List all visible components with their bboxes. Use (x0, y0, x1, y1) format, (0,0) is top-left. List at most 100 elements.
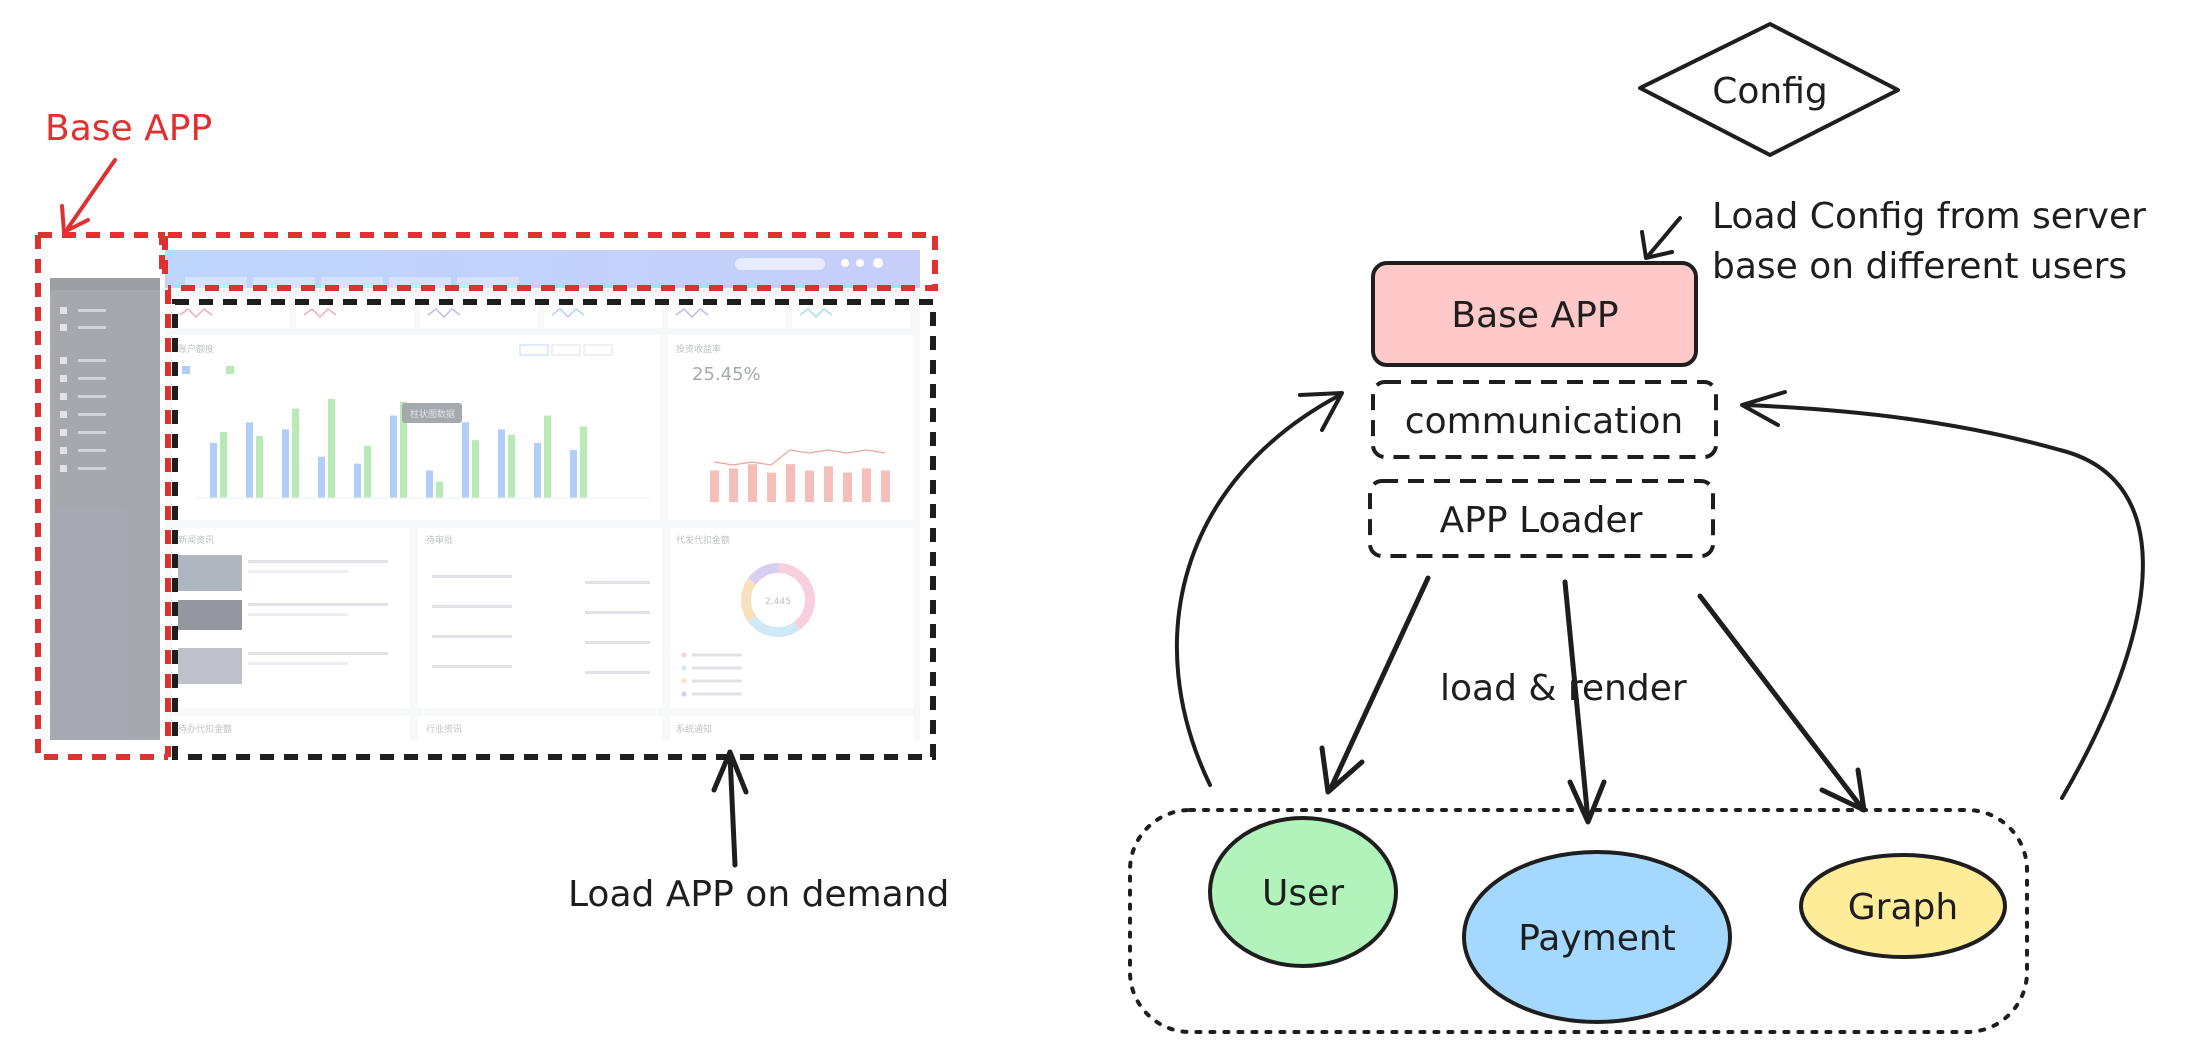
sidebar-item-icon (60, 465, 67, 472)
stat-sparkline (551, 308, 585, 319)
news-item-line (248, 613, 348, 616)
panel-title-account: 账户额度 (178, 343, 214, 355)
panel-bottom-3 (670, 716, 913, 740)
screenshot-tab[interactable] (185, 277, 247, 288)
bar-series-a (534, 443, 541, 498)
sidebar-item[interactable] (78, 395, 106, 398)
donut-slice (741, 578, 757, 622)
bar-series-a (390, 415, 397, 498)
bar-series-b (292, 408, 299, 498)
screenshot-tab[interactable] (389, 277, 451, 288)
donut-slice (777, 563, 815, 630)
app-loader-label: APP Loader (1440, 500, 1643, 541)
donut-legend-dot (681, 652, 687, 658)
panel-title-bottom-1: 待办代扣金额 (178, 723, 232, 735)
panel-account (172, 335, 660, 520)
panel-tab-1[interactable] (519, 344, 549, 356)
sidebar-item[interactable] (78, 359, 106, 362)
approval-item[interactable] (432, 665, 512, 668)
bar-series-a (426, 470, 433, 498)
red-dash-top-left (38, 232, 168, 278)
panel-title-approvals: 待审批 (426, 534, 453, 546)
sidebar-item-icon (60, 429, 67, 436)
sidebar-item-icon (60, 447, 67, 454)
bar-series-b (328, 399, 335, 498)
chart-tooltip-text: 柱状图数据 (410, 408, 455, 420)
bell-icon (841, 259, 849, 267)
sidebar-item-icon (60, 411, 67, 418)
base-app-left-label: Base APP (45, 108, 212, 149)
panel-tab-2[interactable] (551, 344, 581, 356)
sidebar-item[interactable] (78, 326, 106, 329)
bar-series-a (570, 449, 577, 498)
screenshot-tab[interactable] (457, 277, 519, 288)
screenshot-tab[interactable] (253, 277, 315, 288)
bar-series-a (318, 456, 325, 498)
approval-item[interactable] (432, 575, 512, 578)
bar-series-b (400, 401, 407, 498)
donut-legend-label (692, 679, 742, 683)
load-render-label: load & render (1440, 668, 1687, 709)
red-bar (862, 468, 871, 502)
red-dash-header (168, 232, 938, 291)
legend-b-swatch (226, 366, 234, 374)
panel-title-bottom-2: 行业资讯 (426, 723, 462, 735)
sidebar-item[interactable] (78, 413, 106, 416)
app-loader-box (1368, 479, 1715, 558)
approval-item[interactable] (432, 635, 512, 638)
sidebar-item[interactable] (78, 377, 106, 380)
approval-amount (585, 611, 650, 614)
bar-series-b (544, 415, 551, 498)
donut-legend-dot (681, 678, 687, 684)
news-list (248, 560, 388, 665)
bar-series-b (436, 481, 443, 498)
approval-amount (585, 641, 650, 644)
dashboard-screenshot: 账户额度 柱状图数据 投资收益率 25.45% 新闻资讯 待审批 代发代扣金额 … (50, 250, 920, 740)
sidebar-item[interactable] (78, 467, 106, 470)
bar-series-a (246, 422, 253, 498)
user-app-node (1208, 816, 1398, 968)
panel-title-bottom-3: 系统通知 (676, 723, 712, 735)
arrow-user-to-communication (1174, 391, 1344, 787)
graph-app-node (1799, 853, 2007, 959)
screenshot-tab[interactable] (321, 277, 383, 288)
stat-sparkline (303, 308, 337, 319)
red-bar (748, 464, 757, 502)
tab-bar (185, 277, 519, 288)
base-app-left-arrow (60, 158, 117, 234)
news-item-line[interactable] (248, 560, 388, 563)
sidebar-item[interactable] (78, 449, 106, 452)
red-bar-chart (710, 449, 890, 502)
approval-amount (585, 671, 650, 674)
header-search (735, 258, 825, 270)
approval-item[interactable] (432, 605, 512, 608)
sidebar-item[interactable] (78, 431, 106, 434)
communication-label: communication (1405, 401, 1683, 442)
bar-series-a (282, 429, 289, 498)
user-app-label: User (1262, 873, 1344, 914)
load-config-line-2: base on different users (1712, 246, 2127, 287)
red-bar (786, 464, 795, 502)
panel-tab-3[interactable] (583, 344, 613, 356)
communication-box (1371, 380, 1718, 459)
payment-app-node (1462, 850, 1732, 1024)
donut-legend-label (692, 653, 742, 657)
panel-title-investment: 投资收益率 (676, 343, 721, 355)
app-area-outline (172, 299, 936, 760)
approval-amount (585, 581, 650, 584)
sidebar (50, 278, 160, 740)
news-item-line[interactable] (248, 603, 388, 606)
sidebar-item[interactable] (78, 309, 106, 312)
red-dash-left (35, 235, 168, 760)
base-app-box-label: Base APP (1451, 295, 1618, 336)
arrow-loader-to-payment (1562, 579, 1607, 825)
bar-series-b (220, 432, 227, 498)
news-item-line[interactable] (248, 652, 388, 655)
bar-series-b (580, 426, 587, 498)
arrow-loader-to-graph (1697, 593, 1867, 813)
bar-series-b (472, 440, 479, 498)
stat-sparkline (427, 308, 461, 319)
red-bar (843, 472, 852, 502)
bar-series-b (364, 445, 371, 498)
